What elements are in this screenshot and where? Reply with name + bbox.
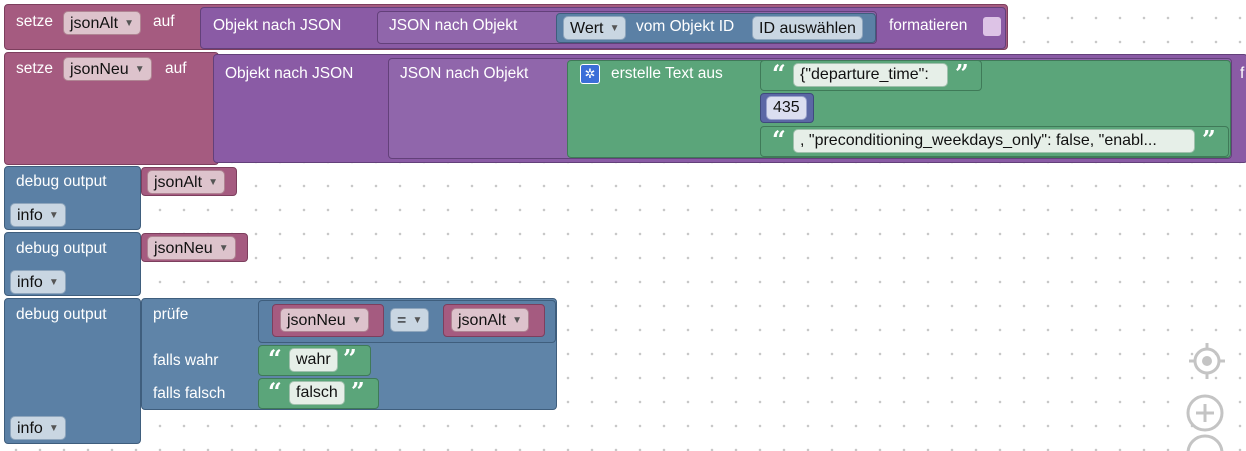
variable-dropdown-jsonAlt[interactable]: jsonAlt▼: [451, 308, 530, 332]
open-quote-icon: “: [772, 125, 786, 154]
text-field-falsch[interactable]: falsch: [289, 381, 345, 405]
chevron-down-icon: ▼: [48, 423, 59, 434]
close-quote-icon: ”: [1202, 125, 1216, 154]
zoom-in-icon[interactable]: [1185, 393, 1225, 433]
pruefe-label: prüfe: [153, 306, 189, 323]
text-field-2[interactable]: , "preconditioning_weekdays_only": false…: [793, 129, 1195, 153]
setze-label: setze: [16, 60, 54, 77]
chevron-down-icon: ▼: [609, 23, 620, 34]
objekt-nach-json-label: Objekt nach JSON: [213, 17, 342, 34]
gear-icon[interactable]: ✲: [580, 64, 600, 84]
center-icon[interactable]: [1187, 341, 1227, 381]
chevron-down-icon: ▼: [48, 210, 59, 221]
close-quote-icon: ”: [351, 377, 365, 406]
open-quote-icon: “: [268, 377, 282, 406]
chevron-down-icon: ▼: [208, 177, 219, 188]
chevron-down-icon: ▼: [48, 277, 59, 288]
auf-label: auf: [165, 60, 187, 77]
close-quote-icon: ”: [343, 344, 357, 373]
debug-output-label: debug output: [16, 173, 107, 190]
objekt-nach-json-label: Objekt nach JSON: [225, 65, 354, 82]
variable-dropdown-jsonAlt[interactable]: jsonAlt▼: [147, 170, 226, 194]
log-level-dropdown[interactable]: info▼: [10, 203, 66, 227]
variable-dropdown-jsonNeu[interactable]: jsonNeu▼: [63, 57, 152, 81]
auf-label: auf: [153, 13, 175, 30]
property-dropdown[interactable]: Wert▼: [563, 16, 627, 40]
open-quote-icon: “: [268, 344, 282, 373]
chevron-down-icon: ▼: [512, 315, 523, 326]
variable-dropdown-jsonNeu[interactable]: jsonNeu▼: [147, 236, 236, 260]
zoom-out-icon[interactable]: [1185, 433, 1225, 451]
id-select-button[interactable]: ID auswählen: [752, 16, 863, 40]
chevron-down-icon: ▼: [124, 18, 135, 29]
number-field[interactable]: 435: [766, 96, 807, 120]
clipped-label: f: [1240, 65, 1245, 82]
variable-dropdown-jsonNeu[interactable]: jsonNeu▼: [280, 308, 369, 332]
chevron-down-icon: ▼: [134, 64, 145, 75]
formatieren-label: formatieren: [889, 17, 968, 34]
chevron-down-icon: ▼: [218, 243, 229, 254]
text-field-wahr[interactable]: wahr: [289, 348, 338, 372]
operator-dropdown[interactable]: =▼: [390, 308, 430, 332]
log-level-dropdown[interactable]: info▼: [10, 416, 66, 440]
setze-label: setze: [16, 13, 54, 30]
erstelle-text-label: erstelle Text aus: [611, 65, 723, 82]
log-level-dropdown[interactable]: info▼: [10, 270, 66, 294]
falls-falsch-label: falls falsch: [153, 385, 226, 402]
falls-wahr-label: falls wahr: [153, 352, 219, 369]
vom-objekt-id-label: vom Objekt ID: [636, 18, 735, 35]
debug-output-label: debug output: [16, 306, 107, 323]
json-nach-objekt-label: JSON nach Objekt: [389, 17, 518, 34]
debug-output-label: debug output: [16, 240, 107, 257]
chevron-down-icon: ▼: [412, 315, 423, 326]
text-field-1[interactable]: {"departure_time":: [793, 63, 948, 87]
formatieren-checkbox[interactable]: [983, 17, 1001, 36]
open-quote-icon: “: [772, 59, 786, 88]
json-nach-objekt-label: JSON nach Objekt: [400, 65, 529, 82]
chevron-down-icon: ▼: [351, 315, 362, 326]
close-quote-icon: ”: [955, 59, 969, 88]
variable-dropdown-jsonAlt[interactable]: jsonAlt▼: [63, 11, 142, 35]
